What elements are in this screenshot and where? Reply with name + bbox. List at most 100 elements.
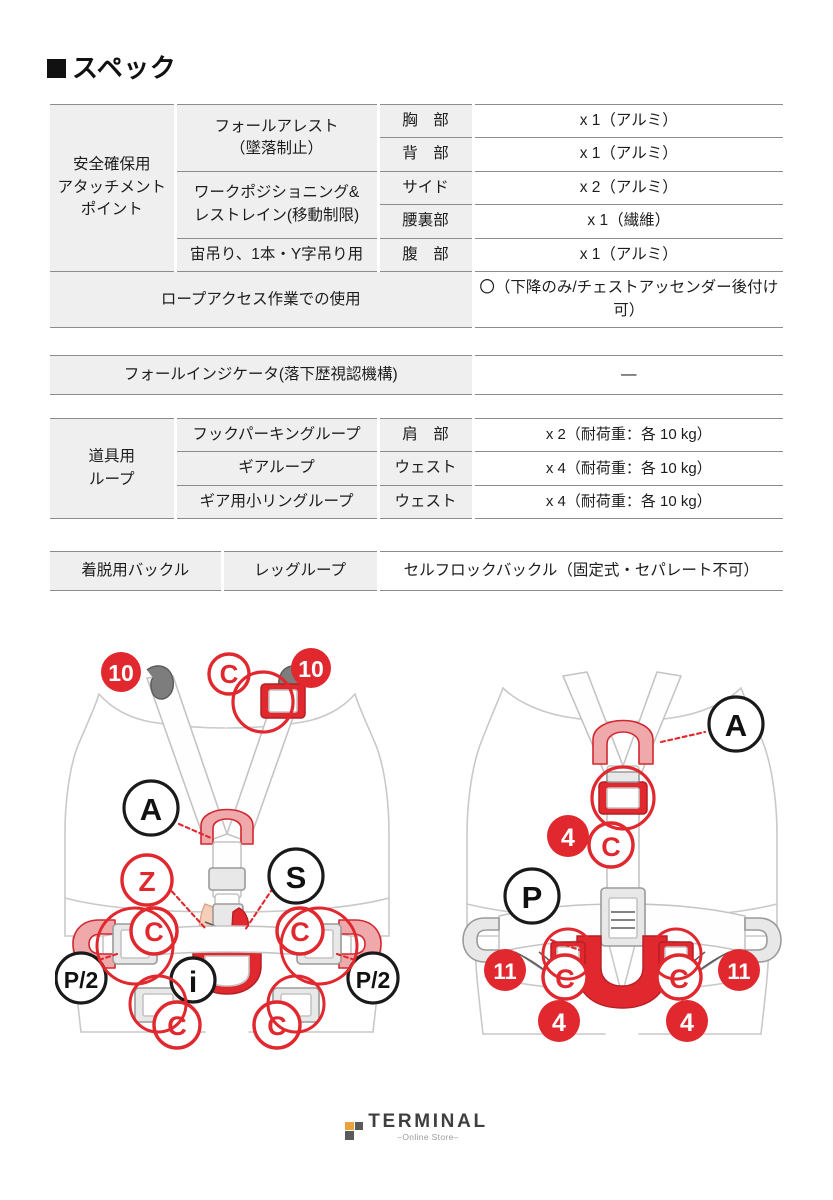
callout-back-p[interactable]: P	[503, 867, 561, 925]
svg-text:4: 4	[552, 1009, 566, 1037]
svg-text:A: A	[725, 708, 747, 743]
value-chest: x 1（アルミ）	[473, 103, 783, 139]
table-row: ギアループ ウェスト x 4（耐荷重：各 10 kg）	[50, 451, 783, 486]
harness-diagram: .bodyln{fill:none;stroke:#c9c9c9;stroke-…	[0, 636, 833, 1066]
svg-text:10: 10	[108, 660, 134, 686]
rope-access-label: ロープアクセス作業での使用	[50, 271, 475, 329]
logo-squares-icon	[345, 1121, 364, 1140]
svg-text:C: C	[290, 917, 310, 947]
table-row: ロープアクセス作業での使用 〇（下降のみ/チェストアッセンダー後付け可）	[50, 271, 783, 329]
callout-back-4-left[interactable]: 4	[538, 1000, 580, 1042]
callout-back-c-right[interactable]: C	[655, 953, 703, 1001]
callout-front-c-waist-right[interactable]: C	[275, 906, 325, 956]
location-lower-back: 腰裏部	[378, 204, 475, 239]
chest-adjust-buckle	[260, 683, 306, 719]
footer: TERMINAL –Online Store–	[0, 1112, 833, 1142]
location-side: サイド	[378, 170, 475, 206]
callout-front-p2-right[interactable]: P/2	[346, 951, 400, 1005]
harness-front-view: .bodyln{fill:none;stroke:#c9c9c9;stroke-…	[55, 648, 400, 1050]
highlight-rings	[541, 927, 703, 981]
svg-text:A: A	[140, 792, 162, 827]
waist-side-ring-left	[462, 917, 500, 963]
terminal-logo: TERMINAL –Online Store–	[345, 1112, 487, 1142]
fall-arrest-type: フォールアレスト （墜落制止）	[175, 104, 380, 172]
svg-text:4: 4	[680, 1009, 694, 1037]
svg-text:11: 11	[727, 959, 750, 984]
loop-type-hook-parking: フックパーキングループ	[175, 417, 380, 453]
buckle-value: セルフロックバックル（固定式・セパレート不可）	[378, 551, 783, 591]
highlight-rings	[95, 906, 359, 1034]
loop-location-waist-2: ウェスト	[378, 484, 475, 520]
rope-access-value: 〇（下降のみ/チェストアッセンダー後付け可）	[473, 271, 783, 329]
loop-location-waist-1: ウェスト	[378, 451, 475, 486]
tool-loop-group-label: 道具用 ループ	[50, 417, 177, 520]
callout-front-info[interactable]: i	[169, 956, 217, 1004]
harness-back-view: .bodyln2{fill:none;stroke:#c9c9c9;stroke…	[462, 671, 782, 1042]
svg-text:11: 11	[493, 959, 516, 984]
fall-indicator-table: フォールインジケータ(落下歴視認機構) ―	[50, 355, 783, 395]
loop-value-small-ring: x 4（耐荷重：各 10 kg）	[473, 484, 783, 520]
callout-front-s[interactable]: S	[267, 847, 325, 905]
page-title: スペック	[47, 55, 176, 81]
waist-side-ring-right	[744, 917, 782, 963]
value-lower-back: x 1（繊維）	[473, 204, 783, 239]
callout-front-z[interactable]: Z	[120, 853, 174, 907]
buckle-label: 着脱用バックル	[50, 551, 224, 591]
svg-text:i: i	[189, 966, 197, 999]
callout-back-chest-ring	[590, 765, 656, 831]
logo-sub-text: –Online Store–	[397, 1132, 459, 1142]
callout-back-4-right[interactable]: 4	[666, 1000, 708, 1042]
svg-text:4: 4	[561, 824, 575, 852]
value-side: x 2（アルミ）	[473, 170, 783, 206]
buckle-part: レッグループ	[222, 551, 380, 591]
tool-loop-table: 道具用 ループ フックパーキングループ 肩 部 x 2（耐荷重：各 10 kg）…	[50, 417, 783, 520]
hook-parking-loop-left	[146, 665, 174, 700]
logo-main-text: TERMINAL	[368, 1111, 488, 1132]
location-abdomen: 腹 部	[378, 237, 475, 273]
value-abdomen: x 1（アルミ）	[473, 237, 783, 273]
attachment-group-label: 安全確保用 アタッチメント ポイント	[50, 103, 177, 273]
svg-text:C: C	[601, 832, 621, 862]
callout-back-c-chest[interactable]: C	[587, 821, 635, 869]
callout-front-c-chest[interactable]: C	[207, 652, 251, 696]
callout-front-10-right[interactable]: 10	[291, 648, 331, 688]
callout-front-a[interactable]: A	[122, 779, 180, 837]
square-bullet-icon	[47, 58, 66, 78]
callout-front-c-waist-left[interactable]: C	[129, 906, 179, 956]
fall-indicator-value: ―	[473, 355, 783, 395]
svg-text:S: S	[286, 860, 307, 895]
callout-back-11-right[interactable]: 11	[718, 949, 760, 991]
page-title-text: スペック	[72, 53, 177, 83]
callout-back-11-left[interactable]: 11	[484, 949, 526, 991]
table-row: ギア用小リングループ ウェスト x 4（耐荷重：各 10 kg）	[50, 484, 783, 520]
callout-front-c-chest-ring	[231, 670, 295, 734]
svg-text:P/2: P/2	[356, 967, 391, 993]
callout-back-4-chest[interactable]: 4	[547, 815, 589, 857]
back-pad	[498, 887, 746, 953]
loop-type-gear: ギアループ	[175, 451, 380, 486]
location-chest: 胸 部	[378, 103, 475, 139]
callout-front-p2-left[interactable]: P/2	[55, 951, 108, 1005]
table-row: ワークポジショニング& レストレイン(移動制限) サイド x 2（アルミ）	[50, 170, 783, 239]
table-row: 着脱用バックル レッグループ セルフロックバックル（固定式・セパレート不可）	[50, 551, 783, 591]
rear-restraint-attachment	[576, 935, 668, 1009]
svg-text:P/2: P/2	[64, 967, 99, 993]
callout-back-a[interactable]: A	[707, 695, 765, 753]
logo-text: TERMINAL –Online Store–	[368, 1112, 487, 1142]
spec-table: 安全確保用 アタッチメント ポイント フォールアレスト （墜落制止） 胸 部 x…	[50, 103, 783, 329]
callout-leader-lines	[549, 730, 707, 956]
table-row: 安全確保用 アタッチメント ポイント フォールアレスト （墜落制止） 胸 部 x…	[50, 103, 783, 273]
svg-text:Z: Z	[138, 866, 155, 897]
table-row: フォールインジケータ(落下歴視認機構) ―	[50, 355, 783, 395]
svg-text:10: 10	[298, 656, 324, 682]
loop-type-small-ring: ギア用小リングループ	[175, 484, 380, 520]
callout-front-10-left[interactable]: 10	[101, 652, 141, 692]
dorsal-attachment	[592, 719, 654, 765]
loop-value-hook-parking: x 2（耐荷重：各 10 kg）	[473, 417, 783, 453]
work-positioning-type: ワークポジショニング& レストレイン(移動制限)	[175, 170, 380, 239]
svg-text:C: C	[144, 917, 164, 947]
value-back: x 1（アルミ）	[473, 137, 783, 172]
svg-text:C: C	[220, 659, 239, 689]
table-row: 腰裏部 x 1（繊維）	[50, 204, 783, 239]
